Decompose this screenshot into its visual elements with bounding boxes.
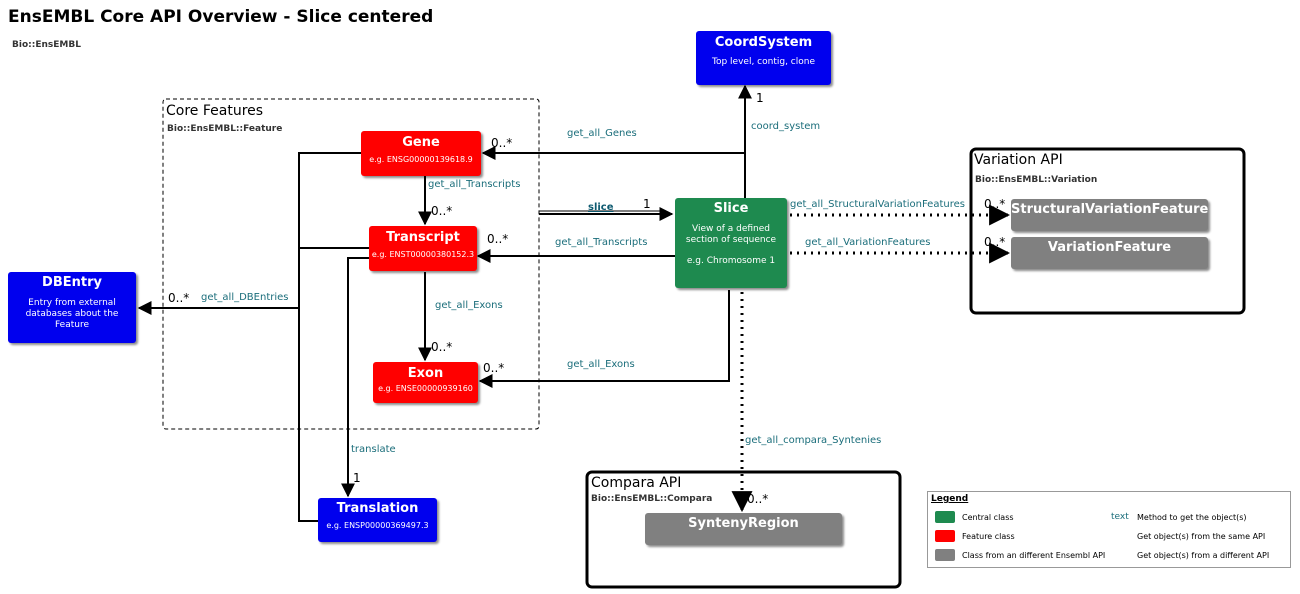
label-get-all-compara-syntenies: get_all_compara_Syntenies [745, 435, 882, 446]
gene-title: Gene [402, 135, 440, 150]
slice-title: Slice [713, 201, 749, 216]
edge-slice-exons [478, 290, 730, 388]
structural-variation-feature-node[interactable]: StructuralVariationFeature [1011, 199, 1208, 231]
legend-text-desc: Method to get the object(s) [1137, 513, 1247, 522]
synteny-region-title: SyntenyRegion [688, 516, 799, 531]
legend-feature-label: Feature class [962, 532, 1015, 541]
slice-example: e.g. Chromosome 1 [686, 256, 776, 266]
variation-api-namespace: Bio::EnsEMBL::Variation [975, 175, 1098, 185]
variation-api-group-box [969, 147, 1246, 315]
gene-node[interactable]: Gene e.g. ENSG00000139618.9 [361, 131, 481, 176]
cardinality-variation-feature: 0..* [984, 235, 1006, 249]
legend-central-swatch [935, 511, 955, 523]
transcript-id: e.g. ENST00000380152.3 [371, 250, 475, 259]
structural-variation-feature-title: StructuralVariationFeature [1011, 202, 1209, 217]
dbentry-title: DBEntry [42, 275, 102, 290]
translation-node[interactable]: Translation e.g. ENSP00000369497.3 [318, 498, 437, 542]
legend-diff-api-label: Get object(s) from a different API [1137, 551, 1270, 560]
core-features-namespace: Bio::EnsEMBL::Feature [167, 124, 283, 134]
cardinality-transcript-from-slice: 0..* [487, 232, 509, 246]
variation-feature-title: VariationFeature [1047, 240, 1172, 255]
label-get-all-dbentries: get_all_DBEntries [201, 292, 289, 303]
synteny-region-node[interactable]: SyntenyRegion [645, 513, 842, 545]
cardinality-coordsystem: 1 [756, 91, 764, 105]
dbentry-node[interactable]: DBEntry Entry from external databases ab… [8, 272, 136, 343]
coordsystem-desc: Top level, contig, clone [712, 57, 815, 67]
compara-api-namespace: Bio::EnsEMBL::Compara [591, 494, 713, 504]
edge-translate [341, 257, 372, 498]
legend-title: Legend [931, 494, 969, 504]
edge-dbentries-gene [298, 152, 362, 308]
cardinality-slice: 1 [643, 197, 651, 211]
transcript-title: Transcript [386, 230, 460, 245]
exon-node[interactable]: Exon e.g. ENSE00000939160 [373, 362, 478, 403]
cardinality-gene: 0..* [491, 136, 513, 150]
dbentry-desc: Entry from external databases about the … [25, 298, 119, 330]
variation-feature-node[interactable]: VariationFeature [1011, 237, 1208, 269]
cardinality-exon-from-slice: 0..* [483, 361, 505, 375]
legend-same-api-label: Get object(s) from the same API [1137, 532, 1266, 541]
variation-api-title: Variation API [974, 152, 1063, 168]
page-title: EnsEMBL Core API Overview - Slice center… [8, 7, 434, 27]
slice-desc: View of a defined section of sequence [685, 224, 777, 245]
exon-id: e.g. ENSE00000939160 [378, 384, 473, 393]
label-slice: slice [588, 202, 614, 213]
page-namespace: Bio::EnsEMBL [12, 40, 81, 50]
legend-feature-swatch [935, 530, 955, 542]
legend-central-label: Central class [962, 513, 1014, 522]
label-get-all-exons-slice: get_all_Exons [567, 359, 635, 370]
legend-text-sample: text [1111, 512, 1129, 522]
cardinality-exon-from-transcript: 0..* [431, 340, 453, 354]
compara-api-title: Compara API [591, 475, 682, 491]
label-translate: translate [351, 444, 396, 455]
label-get-all-genes: get_all_Genes [567, 128, 637, 139]
cardinality-synteny-region: 0..* [747, 492, 769, 506]
label-get-all-exons-transcript: get_all_Exons [435, 300, 503, 311]
label-get-all-transcripts-slice: get_all_Transcripts [555, 237, 648, 248]
label-coord-system: coord_system [751, 121, 821, 132]
transcript-node[interactable]: Transcript e.g. ENST00000380152.3 [369, 226, 477, 271]
core-features-title: Core Features [166, 103, 264, 119]
exon-title: Exon [407, 366, 444, 381]
legend-other-api-label: Class from an different Ensembl API [962, 551, 1106, 560]
core-features-group-box [162, 98, 540, 430]
label-get-all-structural-variation-features: get_all_StructuralVariationFeatures [790, 199, 965, 210]
gene-id: e.g. ENSG00000139618.9 [369, 155, 473, 164]
coordsystem-node[interactable]: CoordSystem Top level, contig, clone [696, 31, 831, 85]
cardinality-structural-variation-feature: 0..* [984, 197, 1006, 211]
edge-get-all-genes [481, 146, 746, 198]
translation-id: e.g. ENSP00000369497.3 [326, 521, 429, 530]
cardinality-dbentry: 0..* [168, 291, 190, 305]
cardinality-transcript-from-gene: 0..* [431, 204, 453, 218]
legend: Legend Central class Feature class Class… [927, 491, 1291, 568]
cardinality-translation: 1 [353, 471, 361, 485]
label-get-all-variation-features: get_all_VariationFeatures [805, 237, 931, 248]
edge-dbentries-translation [298, 308, 318, 522]
legend-other-api-swatch [935, 549, 955, 561]
coordsystem-title: CoordSystem [714, 35, 813, 50]
translation-title: Translation [336, 501, 419, 516]
slice-node[interactable]: Slice View of a defined section of seque… [675, 198, 787, 288]
label-get-all-transcripts-gene: get_all_Transcripts [428, 179, 521, 190]
